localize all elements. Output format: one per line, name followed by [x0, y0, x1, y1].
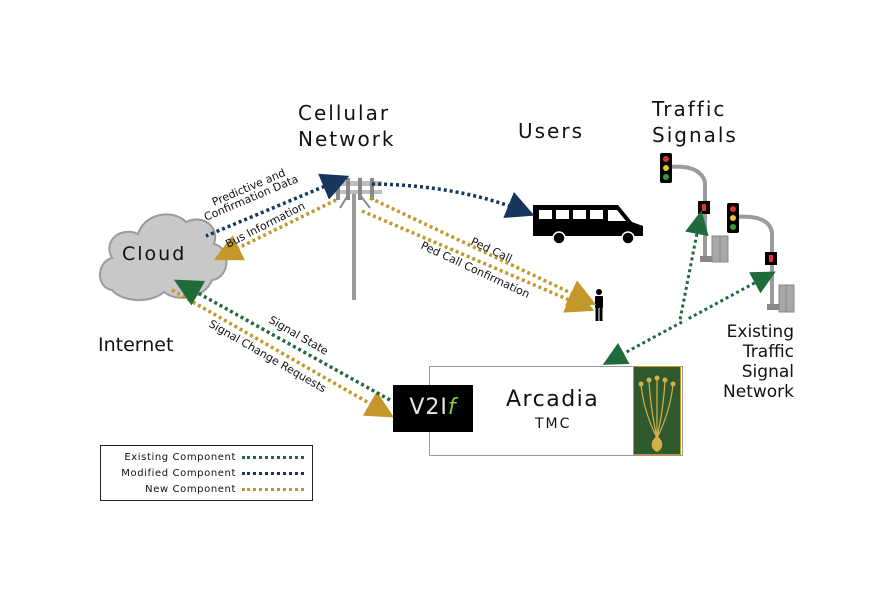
arcadia-logo-icon	[633, 366, 681, 455]
v2i-logo-suffix: f	[447, 395, 457, 420]
legend-label: Existing Component	[124, 452, 236, 463]
existing-network-line: Network	[723, 382, 794, 402]
cell-tower-icon	[332, 178, 382, 300]
edge-predictive-data	[205, 173, 350, 238]
traffic-signals-title: Traffic Signals	[652, 96, 738, 148]
legend-item-new: New Component	[145, 484, 304, 495]
edge-signal-network-1	[678, 210, 709, 321]
legend-label: New Component	[145, 484, 236, 495]
tmc-sub: TMC	[535, 416, 572, 432]
legend-swatch	[242, 456, 304, 459]
signal-cabinet-icon	[711, 235, 729, 263]
existing-network-line: Existing	[726, 322, 794, 342]
edge-signal-network-tmc	[602, 320, 683, 365]
v2i-logo: V2If	[393, 385, 473, 432]
bus-icon	[533, 205, 643, 245]
edge-signal-change	[171, 288, 395, 418]
traffic-title-line: Signals	[652, 123, 738, 147]
legend: Existing Component Modified Component Ne…	[100, 445, 313, 501]
legend-swatch	[242, 488, 304, 491]
existing-network-line: Signal	[741, 362, 794, 382]
internet-title: Internet	[98, 334, 174, 356]
tmc-name: Arcadia	[506, 387, 600, 412]
traffic-signal-icon	[660, 153, 712, 262]
users-title: Users	[518, 119, 585, 143]
cloud-icon	[99, 213, 228, 301]
legend-item-existing: Existing Component	[124, 452, 304, 463]
edge-signal-network-2	[685, 271, 776, 322]
edge-signal-state	[173, 279, 391, 402]
edge-ped-call	[369, 196, 597, 306]
v2i-logo-text: V2I	[409, 395, 448, 420]
traffic-title-line: Traffic	[652, 97, 727, 121]
label-ped-call: Ped Call	[469, 235, 514, 265]
cellular-network-title: Cellular Network	[298, 100, 396, 152]
cellular-title-line: Network	[298, 127, 396, 151]
cellular-title-line: Cellular	[298, 101, 391, 125]
traffic-signal-icon	[727, 203, 779, 310]
cloud-title: Cloud	[122, 243, 187, 265]
pedestrian-icon	[595, 289, 603, 321]
existing-network-title: Existing Traffic Signal Network	[712, 322, 794, 402]
legend-swatch	[242, 472, 304, 475]
signal-cabinet-icon	[778, 284, 795, 313]
legend-label: Modified Component	[121, 468, 236, 479]
edge-ped-call-confirm	[361, 209, 595, 313]
edge-tower-bus	[371, 182, 535, 218]
legend-item-modified: Modified Component	[121, 468, 304, 479]
existing-network-line: Traffic	[742, 342, 794, 362]
